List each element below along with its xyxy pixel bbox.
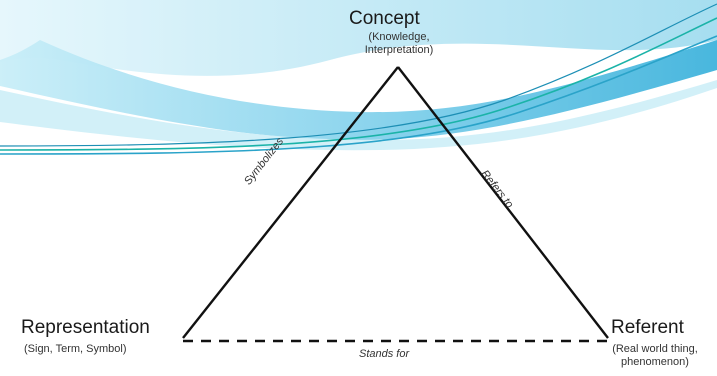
edge-stands-for-label: Stands for <box>359 348 410 360</box>
wave-line-teal <box>0 17 717 151</box>
concept-subtitle: (Knowledge, Interpretation) <box>364 31 434 56</box>
wave-line-blue <box>0 35 717 155</box>
concept-title: Concept <box>349 8 420 29</box>
wave-band-main <box>0 40 717 140</box>
referent-title: Referent <box>611 317 684 338</box>
edge-refers-to-line <box>397 66 609 339</box>
referent-subtitle: (Real world thing, phenomenon) <box>612 343 698 368</box>
edge-symbolizes-line <box>182 66 399 339</box>
wave-line-dark <box>0 3 717 147</box>
wave-band-top <box>0 0 717 76</box>
wave-band-lower <box>0 80 717 151</box>
representation-subtitle: (Sign, Term, Symbol) <box>24 343 127 355</box>
representation-title: Representation <box>21 317 150 338</box>
